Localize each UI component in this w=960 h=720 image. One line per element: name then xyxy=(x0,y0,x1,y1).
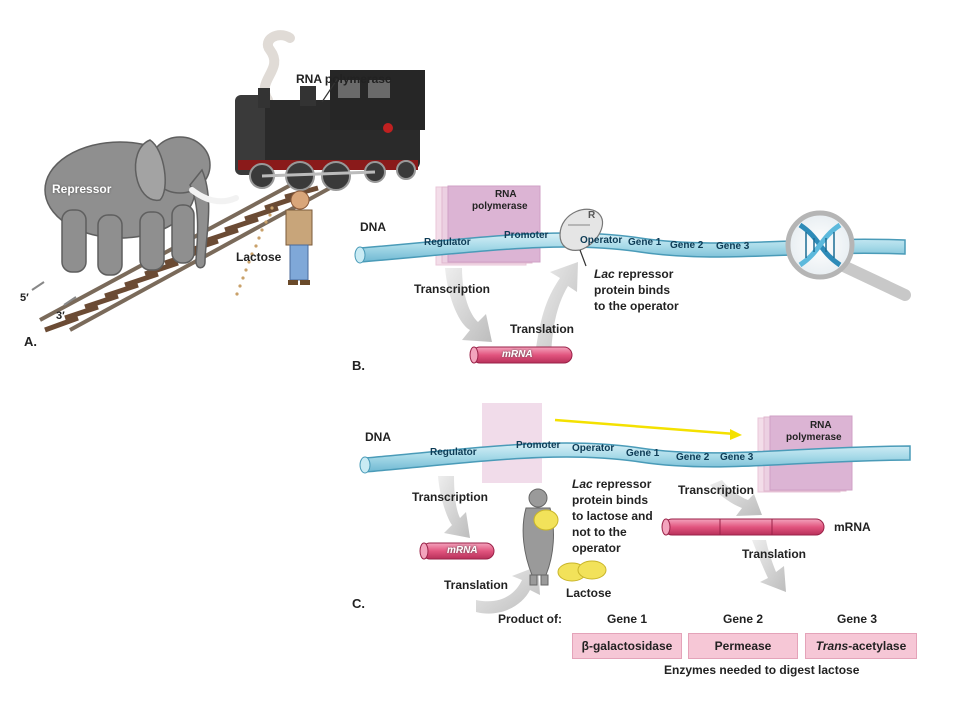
three-prime-label: 3′ xyxy=(56,310,65,322)
repressor-mark-b: R xyxy=(588,210,596,221)
gene1-header: Gene 1 xyxy=(607,612,648,626)
dna-label-c: DNA xyxy=(365,430,391,444)
enzyme-box-gene2: Permease xyxy=(688,633,798,659)
gene2-label-c: Gene 2 xyxy=(676,452,710,463)
mrna-label-c-right: mRNA xyxy=(834,520,871,534)
translation-label-c-left: Translation xyxy=(444,578,509,592)
mrna-b xyxy=(469,346,573,364)
transcription-label-b: Transcription xyxy=(414,282,491,296)
repressor-protein-b xyxy=(559,208,604,251)
transcription-label-c-right: Transcription xyxy=(678,483,755,497)
regulator-label-b: Regulator xyxy=(424,237,471,248)
rna-polymerase-label-a: RNA polymerase xyxy=(296,72,392,86)
gene3-label-c: Gene 3 xyxy=(720,452,754,463)
operator-label-c: Operator xyxy=(572,443,615,454)
panel-c-illustration xyxy=(359,403,911,614)
five-prime-label: 5′ xyxy=(20,292,29,304)
transcription-arrow-c-right xyxy=(710,480,762,516)
mrna-label-c-left: mRNA xyxy=(447,545,478,556)
elephant xyxy=(44,136,239,276)
translation-label-b: Translation xyxy=(510,322,575,336)
panel-b-label: B. xyxy=(352,358,365,373)
transcription-arrow-c-left xyxy=(438,476,470,538)
repressor-note-b-l2: protein binds xyxy=(594,283,670,297)
person-figure xyxy=(285,190,313,285)
repressor-note-c-l4: not to the xyxy=(572,525,627,539)
lactose-label-c: Lactose xyxy=(566,586,612,600)
translation-arrow-c-right xyxy=(752,540,786,592)
gene1-label-c: Gene 1 xyxy=(626,448,660,459)
operator-label-b: Operator xyxy=(580,235,623,246)
rna-polymerase-label-b: RNA polymerase xyxy=(472,189,528,213)
gene2-header: Gene 2 xyxy=(723,612,764,626)
promoter-label-b: Promoter xyxy=(504,230,549,241)
lactose-held xyxy=(533,509,559,531)
enzyme3-rest: -acetylase xyxy=(848,639,907,653)
gene3-label-b: Gene 3 xyxy=(716,241,750,252)
magnifying-glass xyxy=(785,210,911,301)
translation-arrow-b xyxy=(535,262,578,358)
repressor-note-b-l1: repressor xyxy=(614,267,674,281)
panel-b-illustration xyxy=(354,185,911,364)
mrna-c-right xyxy=(661,518,825,536)
dna-label-b: DNA xyxy=(360,220,386,234)
rna-polymerase-label-c: RNA polymerase xyxy=(786,420,842,444)
repressor-note-c: Lac repressor protein binds to lactose a… xyxy=(572,476,653,556)
yellow-arrow xyxy=(554,418,742,440)
product-of-label: Product of: xyxy=(498,612,562,626)
steam-locomotive xyxy=(235,70,425,191)
rna-polymerase-c-line1: RNA xyxy=(809,420,832,431)
enzyme-box-gene1: β-galactosidase xyxy=(572,633,682,659)
mrna-label-b: mRNA xyxy=(502,349,533,360)
transcription-label-c-left: Transcription xyxy=(412,490,489,504)
panel-c-label: C. xyxy=(352,596,365,611)
enzyme-box-gene3: Trans-acetylase xyxy=(805,633,917,659)
gene3-header: Gene 3 xyxy=(837,612,878,626)
lac-italic-c: Lac xyxy=(572,477,593,491)
gene1-label-b: Gene 1 xyxy=(628,237,662,248)
rna-polymerase-b-line1: RNA xyxy=(494,189,517,200)
panel-a-label: A. xyxy=(24,334,37,349)
repressor-note-c-l2: protein binds xyxy=(572,493,648,507)
enzymes-caption: Enzymes needed to digest lactose xyxy=(664,663,860,677)
dna-strand-c xyxy=(364,442,911,473)
repressor-label: Repressor xyxy=(52,182,112,196)
lactose-sprinkles xyxy=(235,206,274,296)
repressor-note-c-l5: operator xyxy=(572,541,621,555)
panel-a-illustration xyxy=(31,30,425,333)
transcription-arrow-b xyxy=(445,268,492,342)
repressor-note-b: Lac repressor protein binds to the opera… xyxy=(594,266,679,314)
lactose-label-a: Lactose xyxy=(236,250,282,264)
repressor-note-c-l1: repressor xyxy=(592,477,652,491)
promoter-label-c: Promoter xyxy=(516,440,561,451)
mrna-c-left xyxy=(419,542,495,560)
repressor-note-c-l3: to lactose and xyxy=(572,509,653,523)
rna-polymerase-c-line2: polymerase xyxy=(786,432,842,443)
rna-polymerase-b-line2: polymerase xyxy=(472,201,528,212)
lactose-pile xyxy=(557,560,607,582)
repressor-note-b-l3: to the operator xyxy=(594,299,679,313)
lac-italic-b: Lac xyxy=(594,267,615,281)
translation-label-c-right: Translation xyxy=(742,547,807,561)
trans-italic: Trans xyxy=(815,639,849,653)
translation-arrow-c-left xyxy=(476,566,540,614)
gene2-label-b: Gene 2 xyxy=(670,240,704,251)
regulator-label-c: Regulator xyxy=(430,447,477,458)
